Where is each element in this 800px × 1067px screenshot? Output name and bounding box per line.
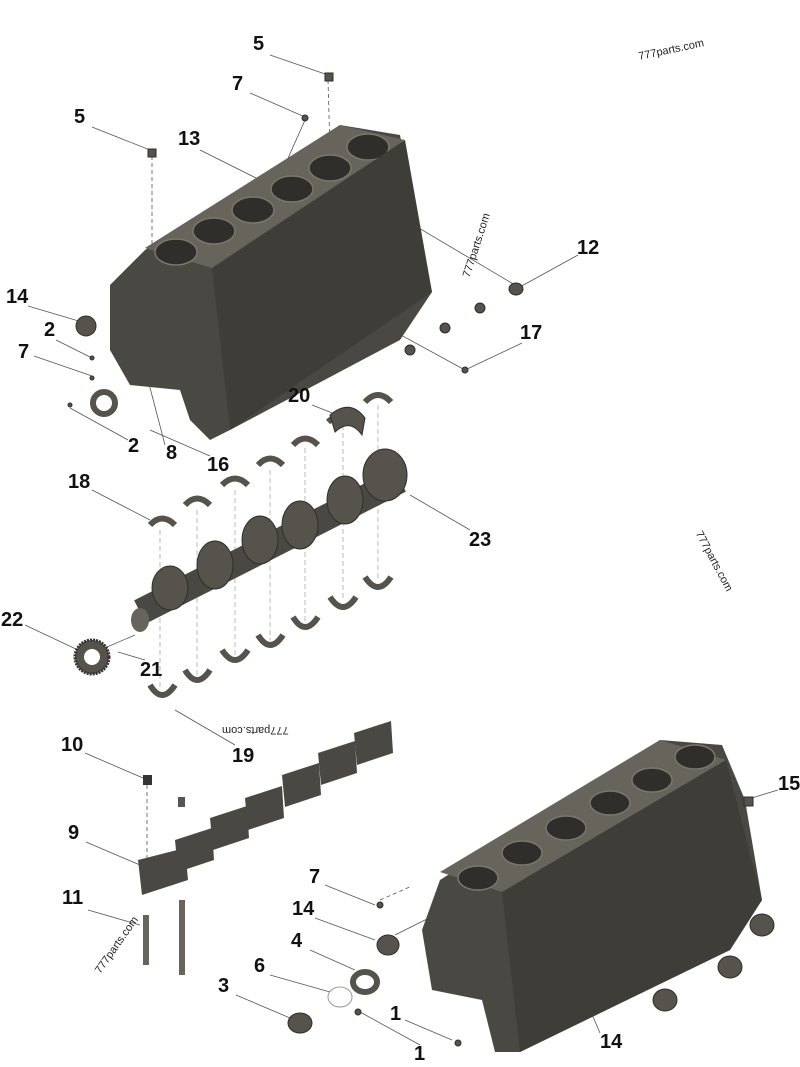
callout-12: 12 <box>577 237 600 259</box>
callout-3: 3 <box>218 975 230 997</box>
callout-19: 19 <box>232 745 255 767</box>
callout-14: 14 <box>600 1031 623 1053</box>
callout-4: 4 <box>291 930 303 952</box>
callout-23: 23 <box>469 529 492 551</box>
callout-15: 15 <box>778 773 800 795</box>
cylinder-block-top <box>110 125 432 440</box>
callout-11: 11 <box>62 887 84 909</box>
watermark: 777parts.com <box>222 724 289 736</box>
bearing-shells <box>147 392 394 698</box>
callout-20: 20 <box>288 385 311 407</box>
callout-5: 5 <box>253 33 265 55</box>
callout-5: 5 <box>74 106 86 128</box>
callout-7: 7 <box>309 866 321 888</box>
callout-21: 21 <box>140 659 163 681</box>
callout-14: 14 <box>292 898 315 920</box>
callout-1: 1 <box>414 1043 426 1065</box>
cylinder-block-bottom <box>422 740 762 1052</box>
callout-16: 16 <box>207 454 230 476</box>
crankshaft <box>131 448 408 632</box>
callout-14: 14 <box>6 286 29 308</box>
main-bearing-caps <box>138 721 393 975</box>
callout-10: 10 <box>61 734 84 756</box>
callout-13: 13 <box>178 128 201 150</box>
callout-22: 22 <box>1 609 24 631</box>
callout-2: 2 <box>128 435 140 457</box>
callout-7: 7 <box>232 73 244 95</box>
callout-17: 17 <box>520 322 543 344</box>
callout-2: 2 <box>44 319 56 341</box>
callout-9: 9 <box>68 822 80 844</box>
callout-8: 8 <box>166 442 178 464</box>
callout-6: 6 <box>254 955 266 977</box>
small-parts <box>67 72 775 1047</box>
callout-1: 1 <box>390 1003 402 1025</box>
gear-bore <box>84 649 100 665</box>
callout-18: 18 <box>68 471 91 493</box>
callout-7: 7 <box>18 341 30 363</box>
